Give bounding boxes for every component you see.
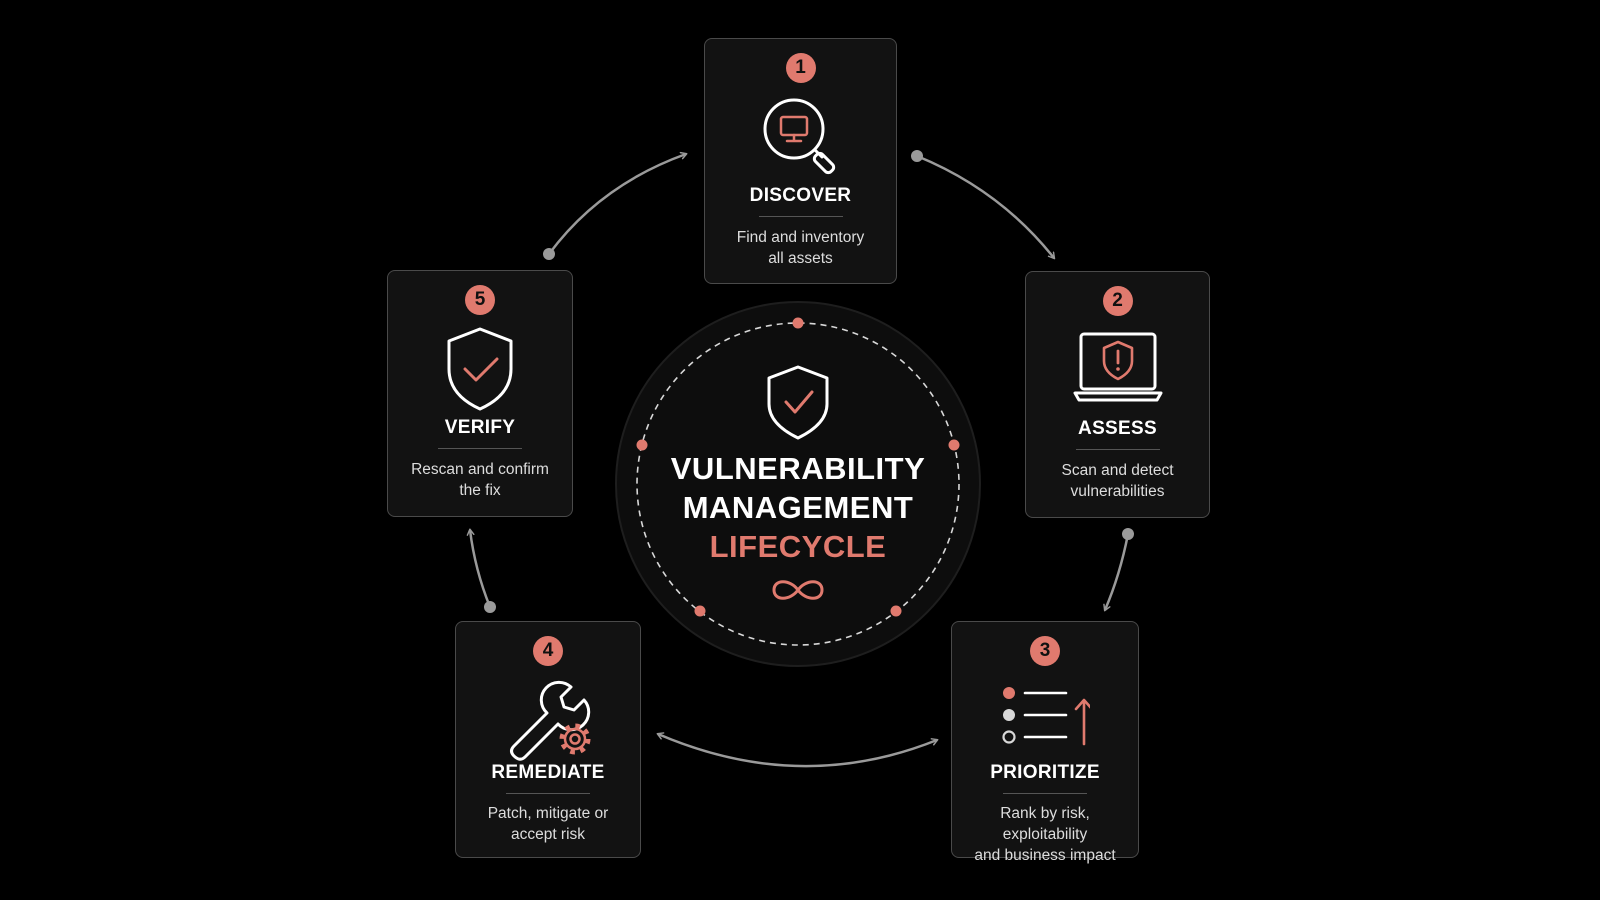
- hub-title-line-2: MANAGEMENT: [682, 490, 914, 525]
- step-description-line-2: the fix: [459, 482, 501, 499]
- connector-assess-to-prioritize: [1103, 528, 1134, 612]
- lifecycle-hub: VULNERABILITY MANAGEMENT LIFECYCLE: [614, 300, 982, 668]
- wrench-gear-icon: [510, 680, 591, 761]
- step-description-line-1: Scan and detect: [1061, 462, 1174, 479]
- step-card-remediate: 4 REMEDIATE Patch, mitigate or accept ri…: [455, 621, 641, 858]
- step-description-line-2: vulnerabilities: [1070, 483, 1165, 500]
- step-number-badge: 2: [1102, 286, 1133, 316]
- step-card-verify: 5 VERIFY Rescan and confirm the fix: [387, 270, 573, 517]
- step-description-line-1: Patch, mitigate or: [487, 805, 609, 822]
- shield-check-icon: [767, 365, 829, 440]
- title-divider: [506, 793, 590, 794]
- laptop-shield-alert-icon: [1073, 332, 1162, 402]
- connector-verify-to-discover: [543, 151, 688, 260]
- title-divider: [1075, 449, 1160, 450]
- step-number-badge: 3: [1030, 636, 1060, 666]
- infinity-icon: [772, 580, 824, 600]
- step-title: DISCOVER: [749, 185, 852, 206]
- step-description: Find and inventory all assets: [713, 227, 888, 269]
- step-card-discover: 1 DISCOVER Find and inventory all assets: [704, 38, 897, 284]
- step-description: Rescan and confirm the fix: [396, 459, 564, 501]
- step-card-assess: 2 ASSESS Scan and detect vulnerabilities: [1025, 271, 1210, 518]
- step-number-badge: 4: [533, 636, 563, 666]
- step-description-line-2: all assets: [768, 250, 833, 267]
- step-description-line-1: Rank by risk, exploitability: [1000, 805, 1090, 843]
- ranked-list-arrow-icon: [1002, 687, 1090, 746]
- connector-discover-to-assess: [911, 150, 1056, 260]
- step-description: Patch, mitigate or accept risk: [464, 803, 632, 845]
- step-description-line-2: accept risk: [510, 826, 586, 843]
- step-description-line-1: Find and inventory: [736, 229, 865, 246]
- title-divider: [1003, 793, 1087, 794]
- hub-title-line-3: LIFECYCLE: [709, 529, 887, 564]
- step-title: VERIFY: [444, 417, 516, 438]
- connector-remediate-to-verify: [466, 528, 496, 613]
- step-number-badge: 1: [785, 53, 816, 83]
- hub-title-line-1: VULNERABILITY: [670, 451, 926, 486]
- step-description-line-1: Rescan and confirm: [411, 461, 549, 478]
- title-divider: [758, 216, 843, 217]
- step-description-line-2: and business impact: [974, 847, 1116, 864]
- step-title: ASSESS: [1078, 418, 1157, 439]
- step-card-prioritize: 3 PRIORITIZE Rank by risk, exploitabilit…: [951, 621, 1139, 864]
- shield-check-icon: [447, 327, 513, 411]
- magnifier-monitor-icon: [763, 98, 835, 175]
- title-divider: [438, 448, 522, 449]
- step-title: PRIORITIZE: [990, 762, 1100, 783]
- hub-accent-dots: [636, 317, 960, 617]
- step-title: REMEDIATE: [491, 762, 605, 783]
- step-number-badge: 5: [465, 285, 495, 315]
- step-description: Rank by risk, exploitability and busines…: [960, 803, 1130, 866]
- connector-prioritize-remediate: [656, 732, 939, 768]
- step-description: Scan and detect vulnerabilities: [1034, 460, 1201, 502]
